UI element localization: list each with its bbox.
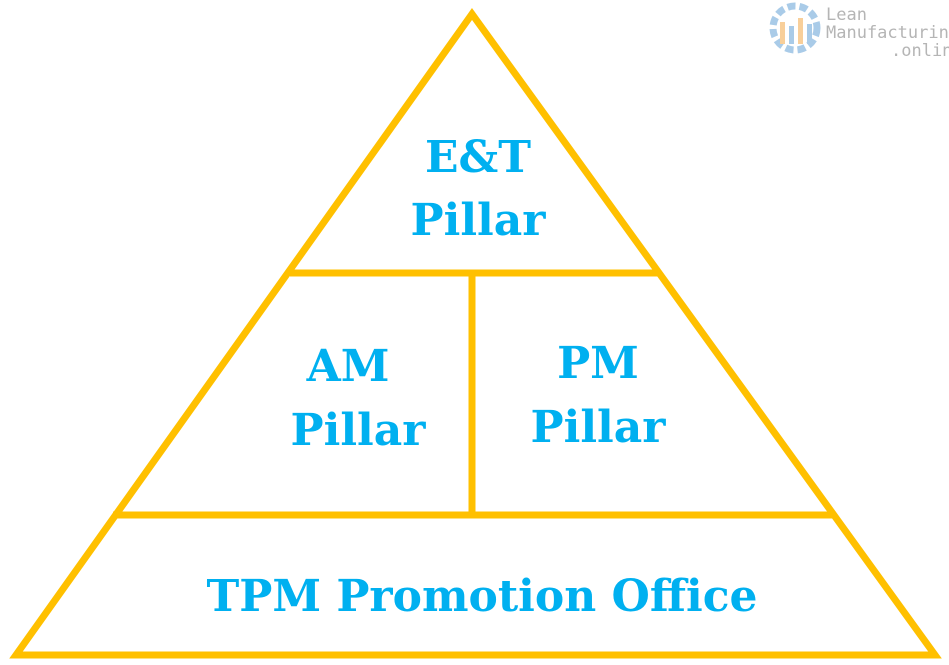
et-pillar-line1: E&T — [425, 132, 531, 183]
pm-pillar-line2: Pillar — [531, 402, 667, 453]
pyramid-outline — [9, 7, 942, 659]
et-pillar-line2: Pillar — [411, 195, 547, 246]
logo-line1: Lean — [826, 5, 867, 25]
bar-icon — [807, 24, 812, 44]
bar-icon — [798, 18, 803, 44]
tpm-promotion-office-label: TPM Promotion Office — [206, 571, 757, 622]
bar-icon — [789, 26, 794, 44]
logo: Lean Manufacturing .online — [769, 2, 949, 61]
gear-icon — [769, 2, 821, 54]
bar-icon — [780, 22, 785, 44]
logo-line3: .online — [891, 41, 949, 61]
pm-pillar-line1: PM — [557, 338, 639, 389]
am-pillar-line2: Pillar — [291, 405, 427, 456]
logo-line2: Manufacturing — [826, 23, 949, 43]
am-pillar-line1: AM — [306, 341, 390, 392]
